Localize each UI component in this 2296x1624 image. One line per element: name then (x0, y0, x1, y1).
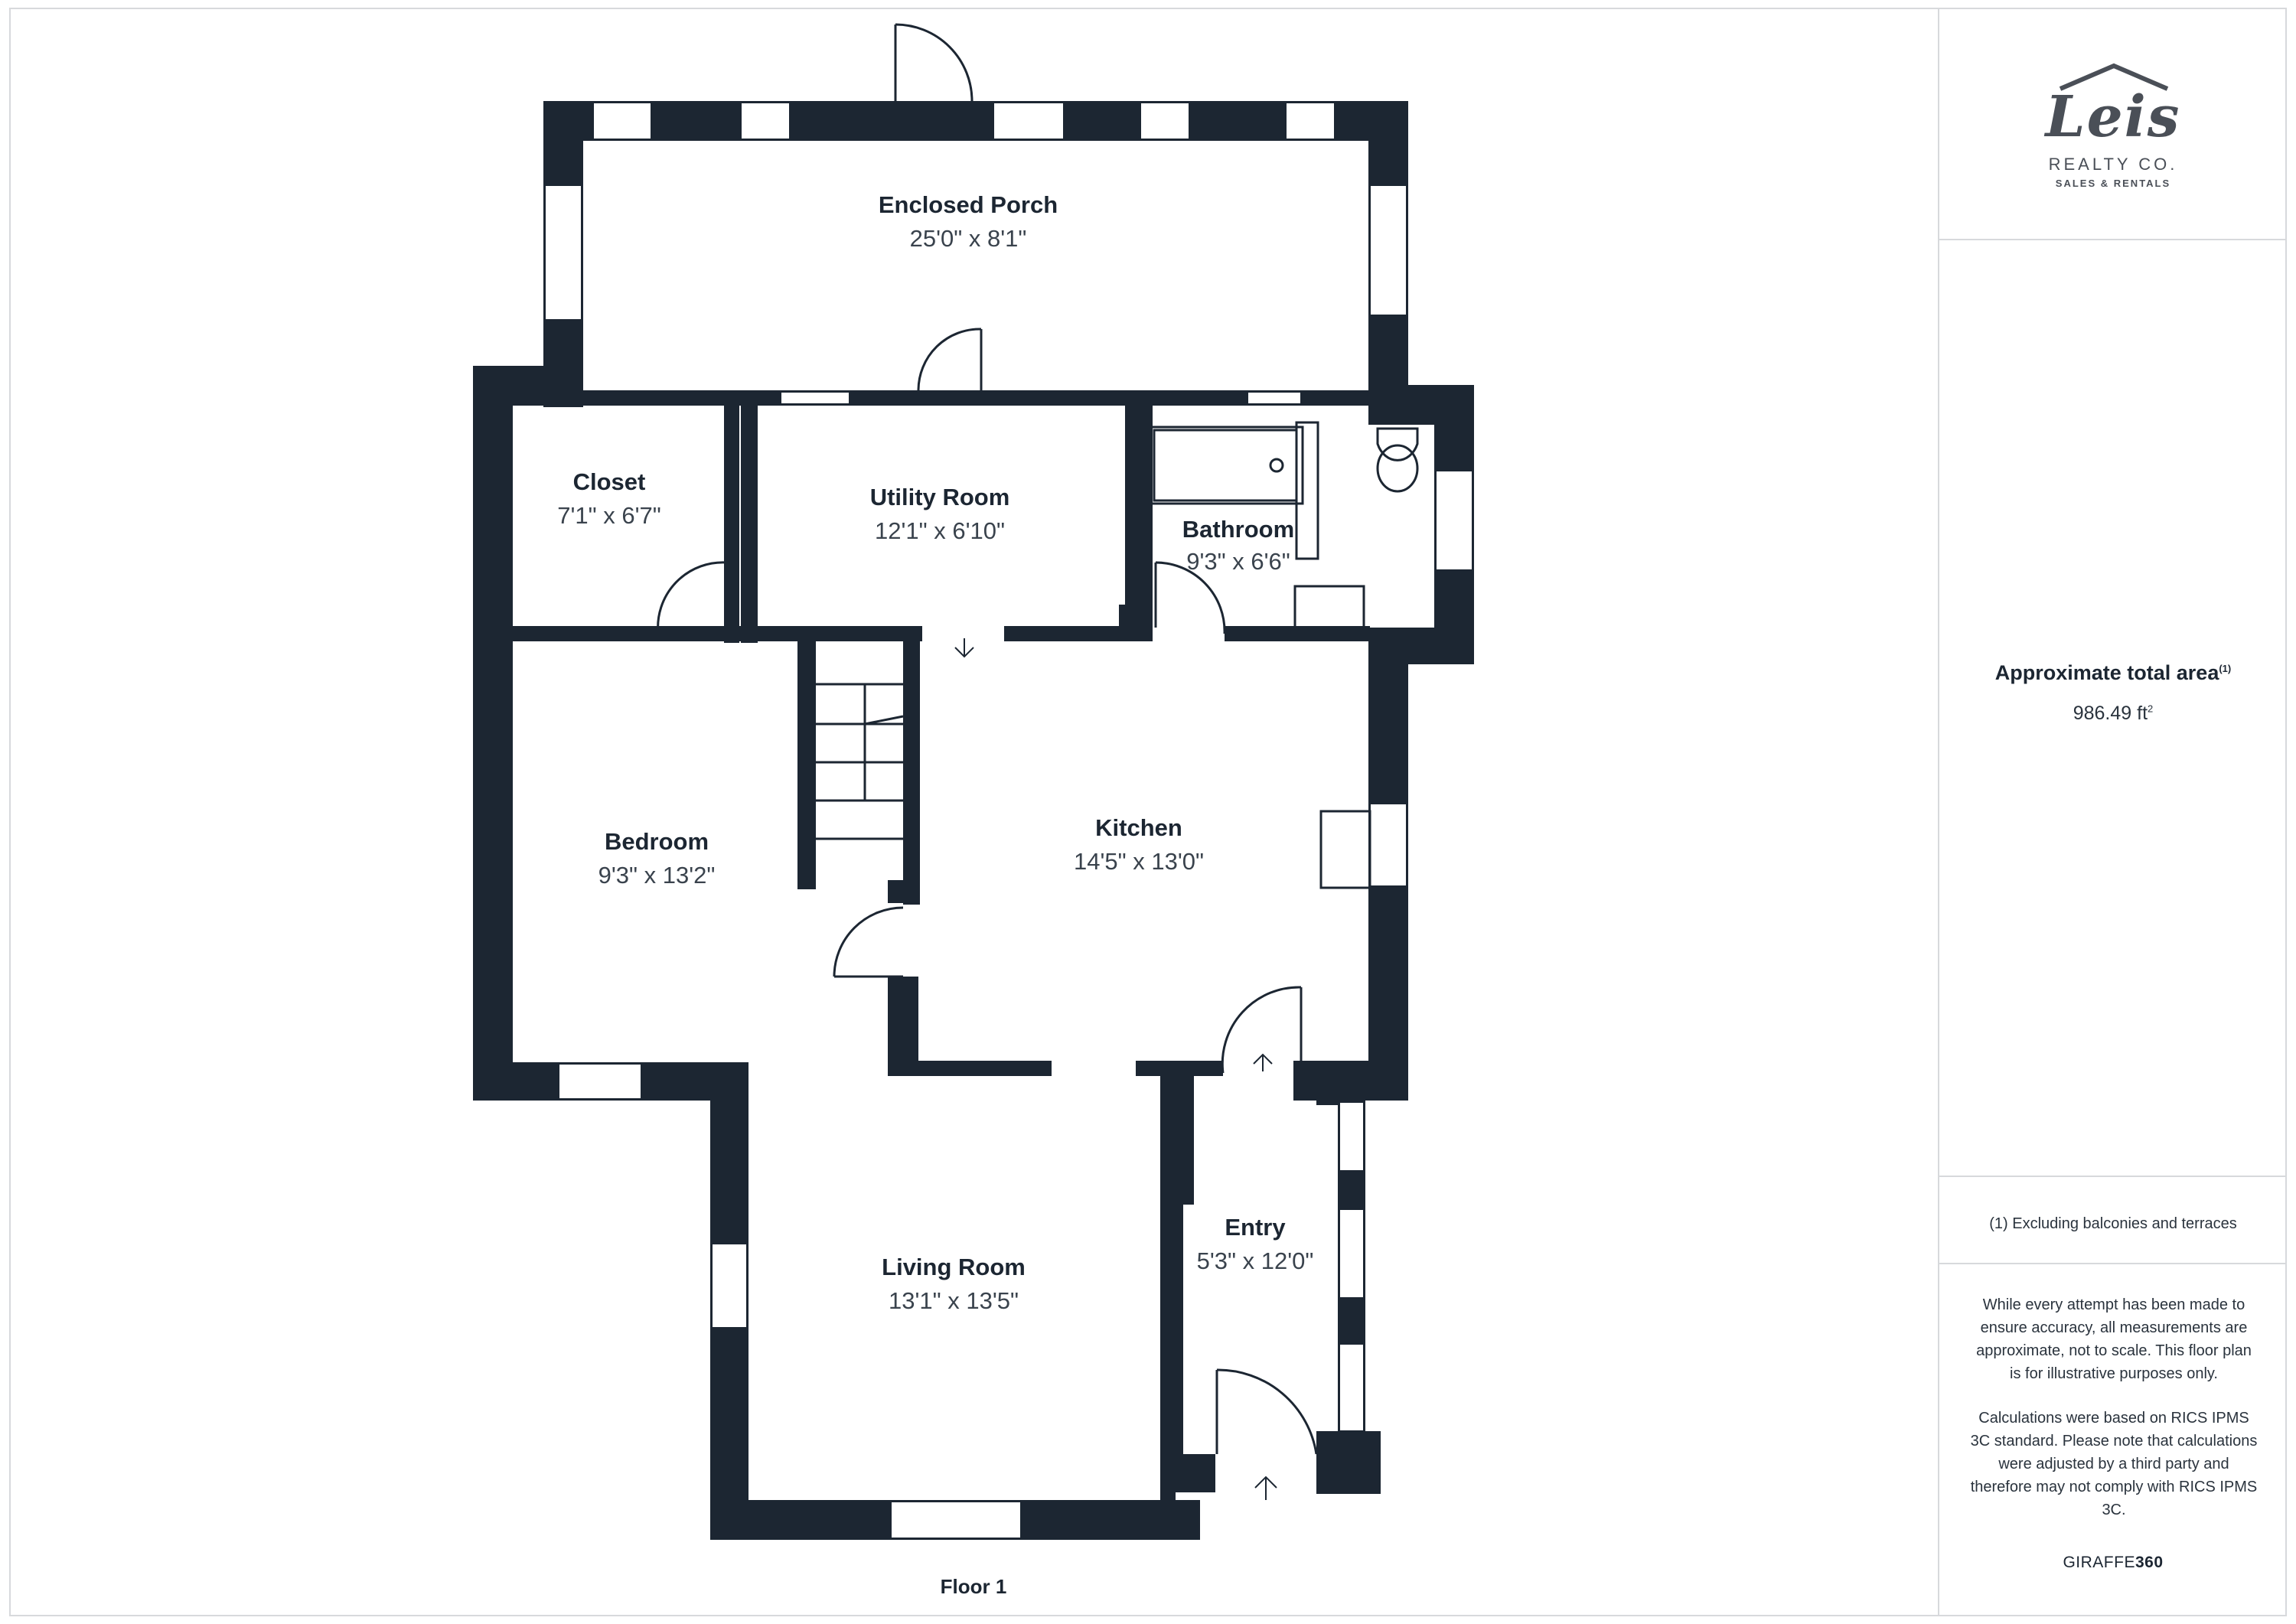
footnote: (1) Excluding balconies and terraces (1989, 1215, 2237, 1232)
info-sidebar: Leis REALTY CO. SALES & RENTALS Approxim… (1938, 8, 2287, 1616)
walls (473, 101, 1474, 1540)
logo-line1: REALTY CO. (2048, 155, 2178, 174)
room-name-utility-room: Utility Room (870, 484, 1010, 510)
room-dim-kitchen: 14'5" x 13'0" (1074, 848, 1204, 875)
area-title-text: Approximate total area (1994, 661, 2219, 684)
room-name-living-room: Living Room (882, 1254, 1026, 1280)
area-title: Approximate total area(1) (1939, 661, 2287, 685)
sidebar-divider (1939, 1263, 2287, 1264)
floor-label: Floor 1 (941, 1575, 1007, 1598)
area-unit-power: 2 (2148, 703, 2154, 715)
brand-prefix: GIRAFFE (2063, 1554, 2135, 1571)
room-name-kitchen: Kitchen (1095, 814, 1182, 841)
page-frame (9, 8, 2287, 1616)
windows (544, 102, 1473, 1539)
room-dim-closet: 7'1" x 6'7" (557, 502, 661, 529)
room-dim-enclosed-porch: 25'0" x 8'1" (910, 225, 1027, 252)
room-labels: Enclosed Porch 25'0" x 8'1" Closet 7'1" … (557, 191, 1313, 1314)
brand-mark: GIRAFFE360 (1939, 1554, 2287, 1572)
sidebar-divider (1939, 239, 2287, 240)
room-name-bedroom: Bedroom (605, 828, 709, 855)
room-name-closet: Closet (573, 468, 646, 495)
room-dim-living-room: 13'1" x 13'5" (889, 1287, 1019, 1314)
room-dim-bathroom: 9'3" x 6'6" (1186, 548, 1290, 575)
sidebar-divider (1939, 1176, 2287, 1177)
room-dim-utility-room: 12'1" x 6'10" (875, 517, 1005, 544)
floor-plan: Enclosed Porch 25'0" x 8'1" Closet 7'1" … (473, 23, 1474, 1598)
room-name-enclosed-porch: Enclosed Porch (879, 191, 1058, 218)
room-dim-bedroom: 9'3" x 13'2" (598, 862, 716, 889)
disclaimer-accuracy: While every attempt has been made to ens… (1976, 1296, 2252, 1382)
area-value: 986.49 ft2 (1939, 703, 2287, 725)
logo-word: Leis (2045, 84, 2181, 150)
fixtures (816, 421, 1419, 889)
brand-suffix: 360 (2135, 1554, 2164, 1571)
area-title-note: (1) (2219, 663, 2232, 674)
arrows (954, 638, 1277, 1500)
room-dim-entry: 5'3" x 12'0" (1197, 1247, 1314, 1274)
logo-line2: SALES & RENTALS (2055, 178, 2171, 189)
area-value-text: 986.49 ft (2073, 703, 2148, 724)
house-roof-icon (2059, 63, 2169, 91)
room-name-entry: Entry (1225, 1214, 1286, 1241)
company-logo: Leis REALTY CO. SALES & RENTALS (1939, 61, 2287, 207)
disclaimer-calculations: Calculations were based on RICS IPMS 3C … (1970, 1410, 2258, 1518)
room-name-bathroom: Bathroom (1182, 516, 1294, 543)
doors (657, 23, 1318, 1455)
